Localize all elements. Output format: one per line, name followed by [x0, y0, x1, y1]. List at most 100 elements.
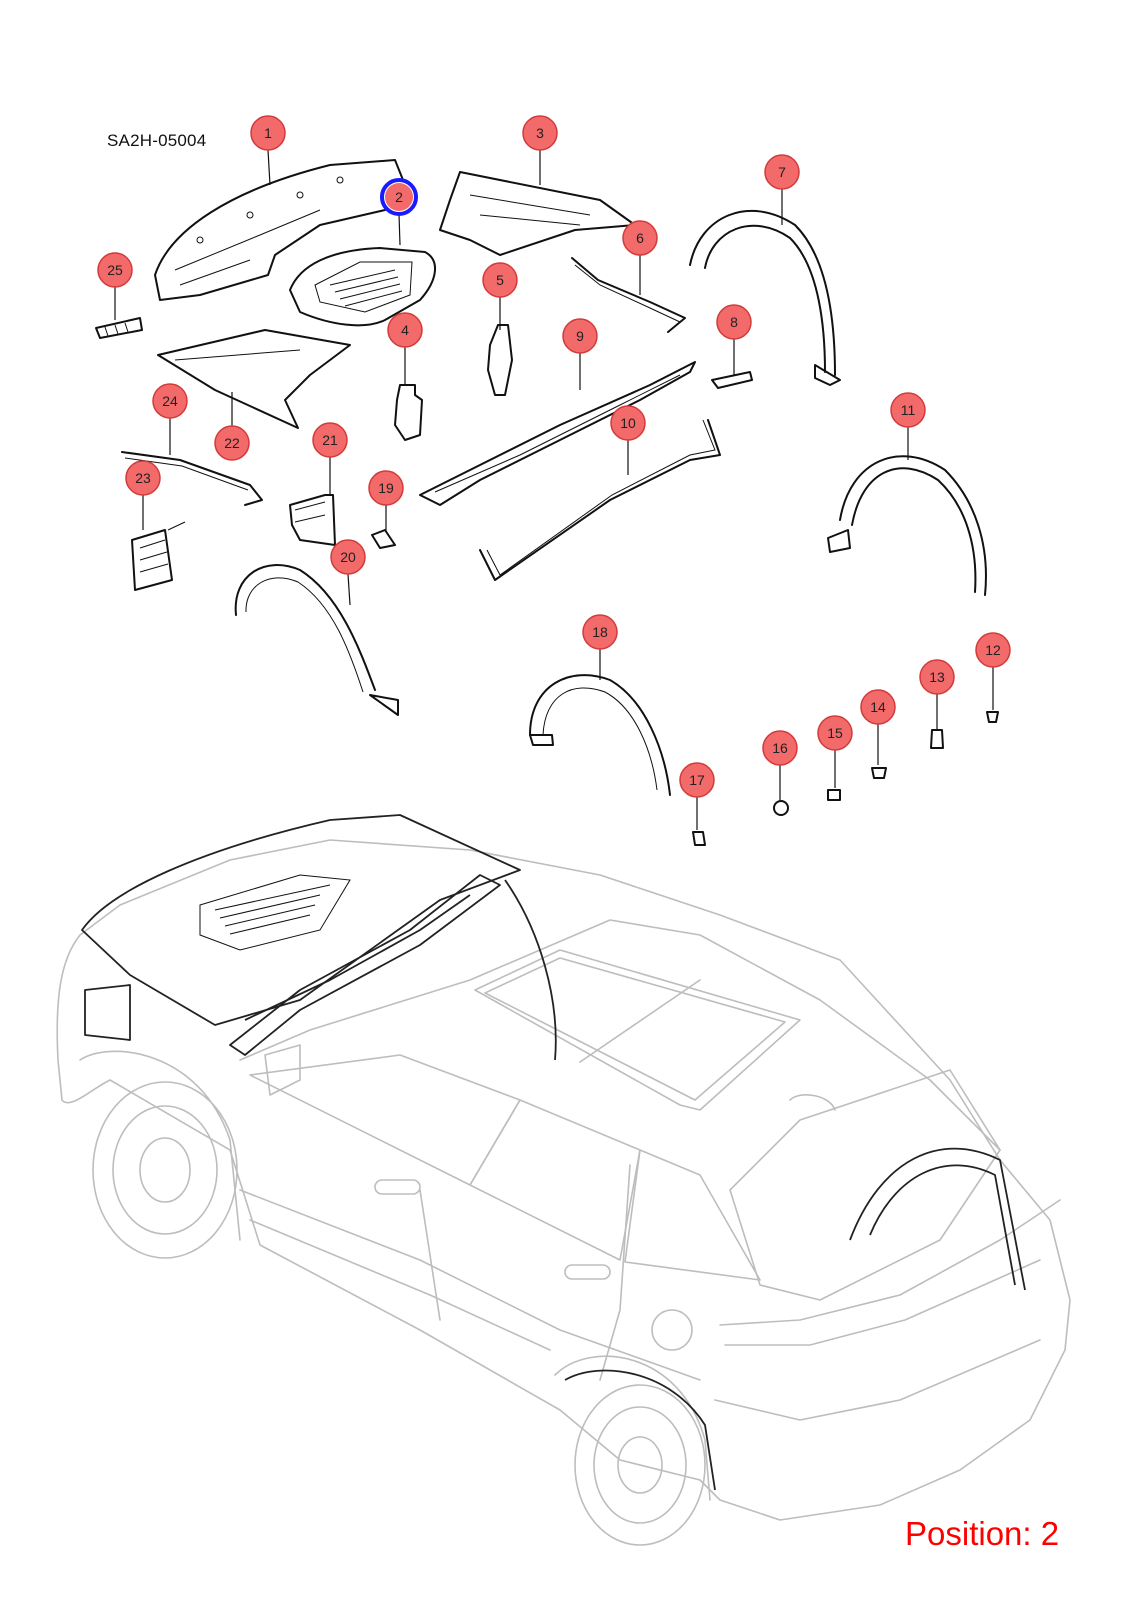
callout-number: 25 [107, 262, 123, 278]
callout-7[interactable]: 7 [764, 154, 800, 225]
callout-circle [250, 115, 286, 151]
callout-16[interactable]: 16 [762, 730, 798, 800]
installed-parts-on-vehicle [81, 814, 1026, 1491]
callout-number: 24 [162, 393, 178, 409]
callout-number: 17 [689, 772, 705, 788]
part-11-rear-arch [839, 455, 987, 596]
callout-number: 3 [536, 125, 544, 141]
callout-number: 13 [929, 669, 945, 685]
part-24-strip [121, 451, 263, 506]
callout-number: 10 [620, 415, 636, 431]
part-23-duct [131, 529, 173, 591]
callout-circle [716, 304, 752, 340]
callout-circle [582, 614, 618, 650]
callout-circle [610, 405, 646, 441]
diagram-code: SA2H-05004 [107, 131, 207, 150]
callout-20[interactable]: 20 [330, 539, 366, 606]
callout-11[interactable]: 11 [890, 392, 926, 460]
callout-circle [679, 762, 715, 798]
part-1-frunk-cover [154, 159, 406, 301]
callout-circle [817, 715, 853, 751]
callout-number: 9 [576, 328, 584, 344]
callout-number: 22 [224, 435, 240, 451]
callout-circle [482, 262, 518, 298]
highlighted-callout-fill [385, 183, 413, 211]
part-14-clip [871, 767, 887, 779]
callouts-group: 1234567891011121314151617181920212223242… [97, 115, 1011, 830]
callout-number: 4 [401, 322, 409, 338]
part-25-clip-strip [95, 317, 143, 339]
callout-number: 23 [135, 470, 151, 486]
callout-leader-2 [398, 213, 401, 246]
callout-8[interactable]: 8 [716, 304, 752, 375]
callout-circle [312, 422, 348, 458]
part-10-seal [479, 419, 721, 581]
callout-14[interactable]: 14 [860, 689, 896, 765]
callout-24[interactable]: 24 [152, 383, 188, 455]
callout-number: 15 [827, 725, 843, 741]
callout-25[interactable]: 25 [97, 252, 133, 320]
part-2-frunk-tub [289, 247, 437, 327]
callout-12[interactable]: 12 [975, 632, 1011, 710]
part-7-arch-liner [689, 209, 836, 376]
part-8-clip [711, 371, 753, 389]
callout-leader-1 [267, 149, 271, 186]
callout-19[interactable]: 19 [368, 470, 404, 532]
callout-circle [152, 383, 188, 419]
part-9-cowl-strip [419, 361, 696, 506]
callout-number: 12 [985, 642, 1001, 658]
callout-3[interactable]: 3 [522, 115, 558, 185]
callout-9[interactable]: 9 [562, 318, 598, 390]
callout-number: 20 [340, 549, 356, 565]
part-12-screw [986, 711, 999, 723]
exploded-parts [95, 159, 999, 846]
part-16-nut [773, 800, 789, 816]
callout-23[interactable]: 23 [125, 460, 161, 530]
callout-circle [919, 659, 955, 695]
callout-5[interactable]: 5 [482, 262, 518, 330]
callout-4[interactable]: 4 [387, 312, 423, 385]
callout-circle [214, 425, 250, 461]
callout-6[interactable]: 6 [622, 220, 658, 295]
part-4-bracket [394, 384, 423, 441]
callout-17[interactable]: 17 [679, 762, 715, 830]
callout-number: 19 [378, 480, 394, 496]
callout-1[interactable]: 1 [250, 115, 286, 186]
callout-circle [860, 689, 896, 725]
callout-number: 2 [395, 189, 403, 205]
callout-21[interactable]: 21 [312, 422, 348, 495]
callout-circle [368, 470, 404, 506]
part-22-undertray [157, 329, 351, 429]
callout-number: 8 [730, 314, 738, 330]
callout-number: 7 [778, 164, 786, 180]
callout-circle [97, 252, 133, 288]
callout-number: 11 [901, 402, 916, 418]
part-6-strip [571, 257, 686, 333]
callout-2[interactable]: 2 [380, 178, 418, 246]
position-label: Position: 2 [905, 1515, 1060, 1552]
callout-number: 6 [636, 230, 644, 246]
callout-leader-20 [347, 573, 351, 606]
part-19-clip [371, 529, 396, 549]
part-18-fender-flare [529, 674, 671, 796]
callout-circle [562, 318, 598, 354]
vehicle-outline [56, 839, 1071, 1546]
part-21-bracket [289, 494, 336, 546]
callout-15[interactable]: 15 [817, 715, 853, 788]
callout-circle [622, 220, 658, 256]
callout-22[interactable]: 22 [214, 392, 250, 461]
callout-number: 5 [496, 272, 504, 288]
callout-circle [330, 539, 366, 575]
callout-number: 14 [870, 699, 886, 715]
callout-10[interactable]: 10 [610, 405, 646, 475]
callout-number: 16 [772, 740, 788, 756]
callout-circle [975, 632, 1011, 668]
callout-circle [522, 115, 558, 151]
callout-circle [387, 312, 423, 348]
callout-circle [762, 730, 798, 766]
callout-number: 18 [592, 624, 608, 640]
callout-number: 21 [322, 432, 338, 448]
callout-18[interactable]: 18 [582, 614, 618, 680]
part-5-bracket [487, 324, 513, 396]
callout-13[interactable]: 13 [919, 659, 955, 730]
